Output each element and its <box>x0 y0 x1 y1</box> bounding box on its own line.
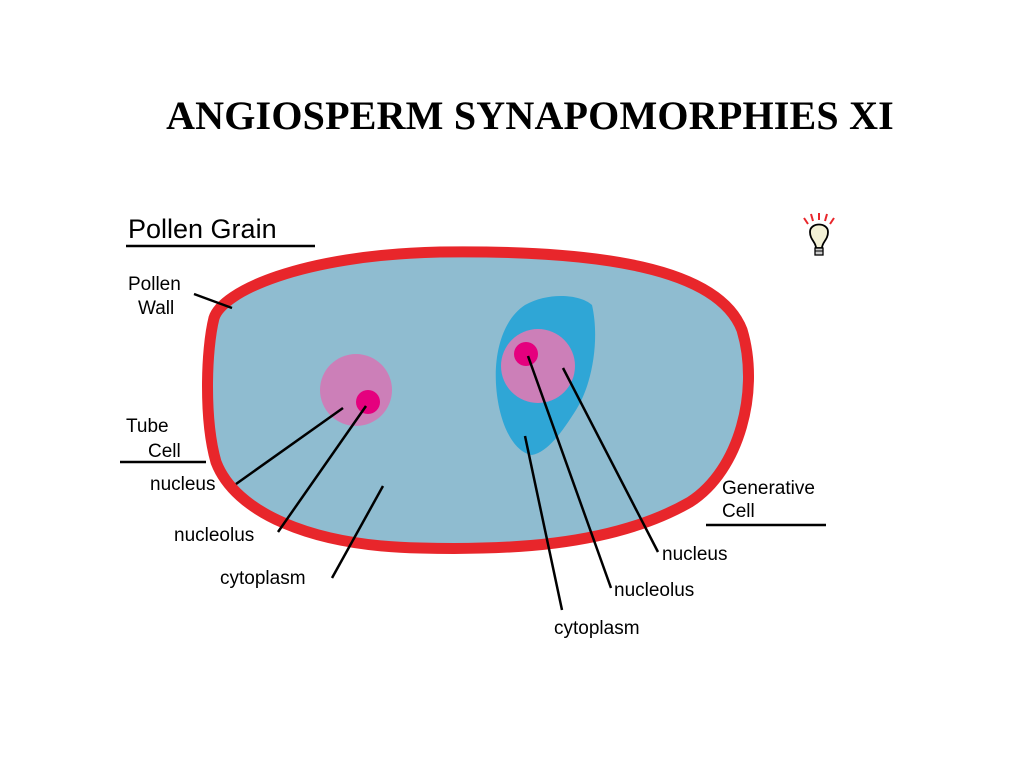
pollen-wall <box>202 246 754 554</box>
generative-cell-nucleus-leader <box>561 367 660 553</box>
generative-cell-title-line2: Cell <box>722 501 755 522</box>
tube-cell-cytoplasm-leader <box>330 485 385 579</box>
generative-cell-nucleolus-label: nucleolus <box>614 580 694 601</box>
pollen-wall-leader <box>193 292 233 310</box>
generative-cell-nucleolus-leader <box>526 355 613 589</box>
generative-cell-title-line1: Generative <box>722 478 815 499</box>
generative-cell-cytoplasm-leader <box>523 435 564 611</box>
slide-title: ANGIOSPERM SYNAPOMORPHIES XI <box>166 93 894 138</box>
diagram-heading: Pollen Grain <box>128 214 277 244</box>
pollen-wall-label-line2: Wall <box>138 298 174 319</box>
tube-cell-nucleus-leader <box>235 406 344 486</box>
generative-cell-nucleus-label: nucleus <box>662 544 728 565</box>
generative-cell-cytoplasm-label: cytoplasm <box>554 618 640 639</box>
tube-cell-nucleus-label: nucleus <box>150 474 216 495</box>
generative-cell-nucleolus <box>514 342 538 366</box>
tube-cell-nucleolus <box>356 390 380 414</box>
generative-cell-nucleus <box>501 329 575 403</box>
tube-cell-title-line1: Tube <box>126 416 169 437</box>
tube-cell-title-line2: Cell <box>148 441 181 462</box>
pollen-wall-label-line1: Pollen <box>128 274 181 295</box>
tube-cell-cytoplasm-label: cytoplasm <box>220 568 306 589</box>
tube-cell-nucleolus-label: nucleolus <box>174 525 254 546</box>
lightbulb-icon[interactable] <box>803 213 835 256</box>
tube-cell-nucleolus-leader <box>276 405 368 533</box>
